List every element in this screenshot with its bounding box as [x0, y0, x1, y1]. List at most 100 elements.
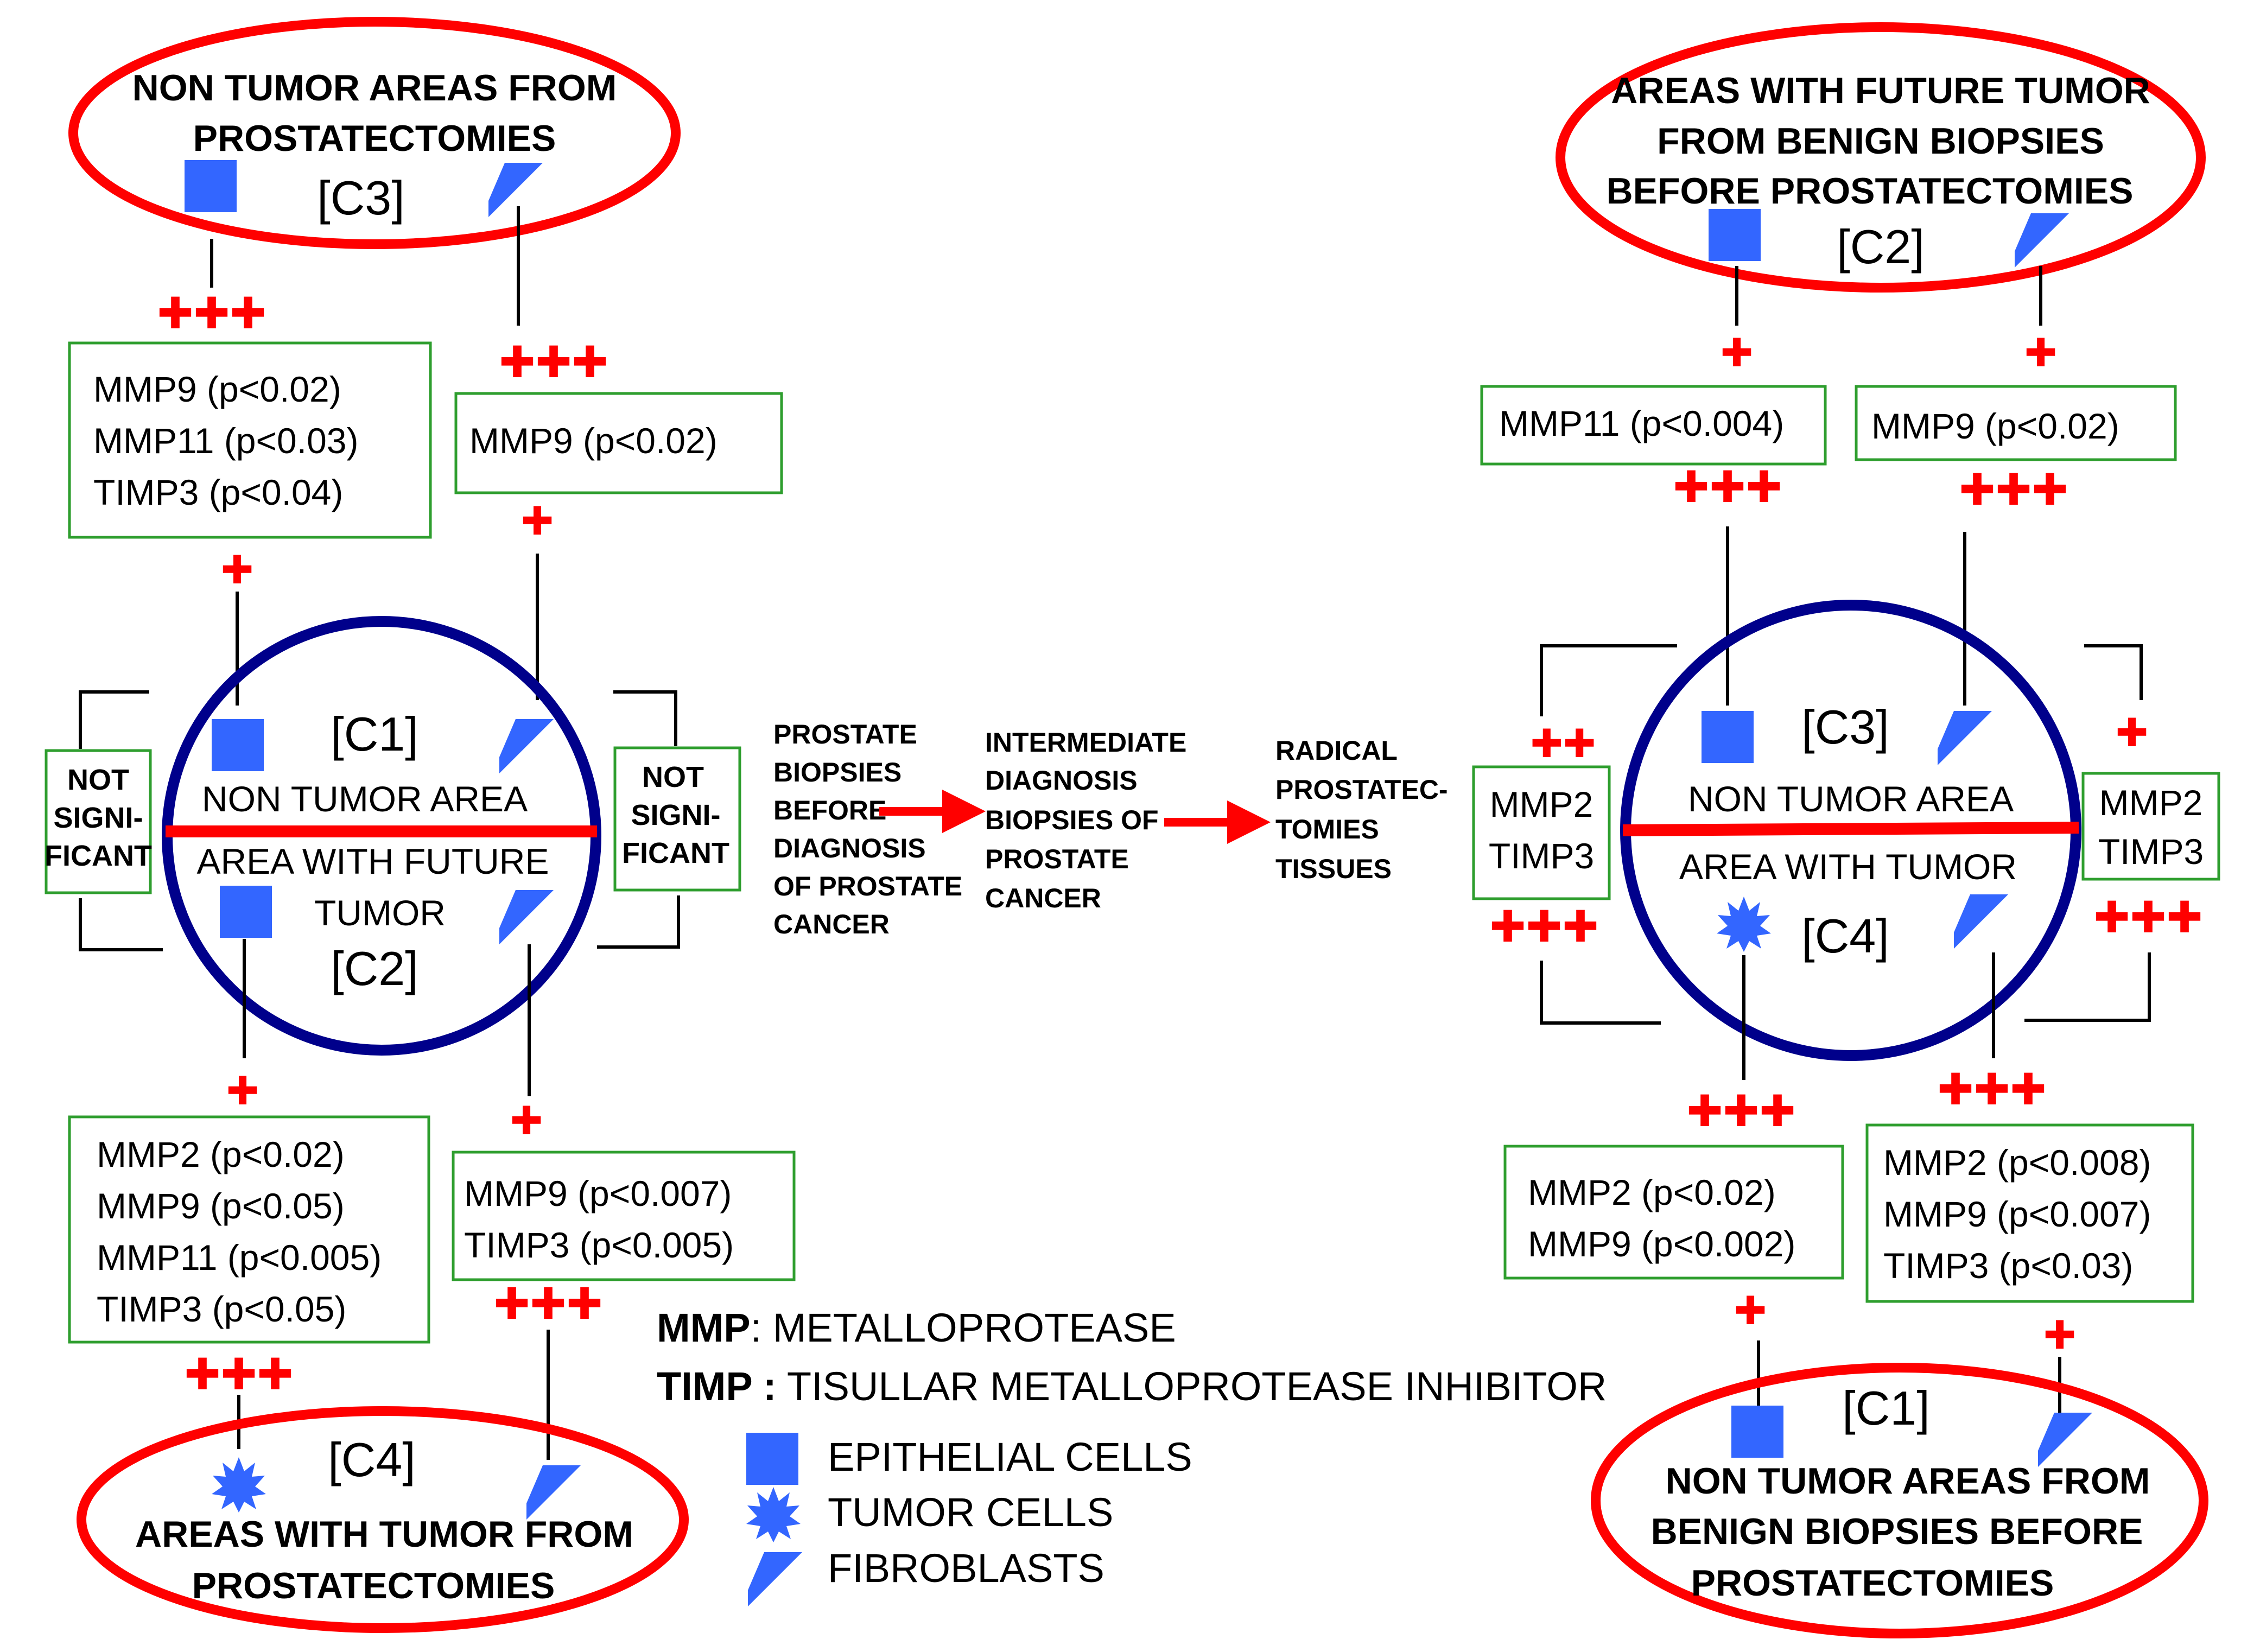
right-top-epi-box — [1480, 385, 1827, 466]
plus-one-marker: ✚ — [2116, 711, 2148, 755]
tumor-cell-icon — [212, 1457, 266, 1513]
bracket-line — [597, 895, 680, 949]
plus-one-marker: ✚ — [2024, 332, 2057, 375]
plus-two-marker: ✚✚ — [1531, 722, 1596, 766]
marker-value: MMP9 (p<0.002) — [1528, 1224, 1795, 1264]
legend-epithelial-label: EPITHELIAL CELLS — [828, 1434, 1192, 1479]
legend-mmp: MMP: METALLOPROTEASE — [657, 1305, 1176, 1350]
right-top-region-line3: BEFORE PROSTATECTOMIES — [1607, 170, 2134, 212]
flow-step1-text: DIAGNOSIS — [773, 833, 926, 863]
legend-epithelial-icon — [746, 1433, 798, 1485]
flow-step2-text: INTERMEDIATE — [985, 727, 1186, 758]
fibroblast-icon — [526, 1465, 581, 1520]
not-significant-label: FICANT — [622, 837, 729, 869]
right-circle-top-label: NON TUMOR AREA — [1688, 779, 2014, 819]
tumor-cell-icon — [1717, 897, 1771, 952]
right-circle-divider — [1622, 822, 2079, 836]
fibroblast-icon — [488, 163, 543, 217]
fibroblast-icon — [1938, 711, 1992, 765]
legend-timp-def: TISULLAR METALLOPROTEASE INHIBITOR — [777, 1364, 1607, 1409]
flow-step1-text: CANCER — [773, 909, 890, 939]
epithelial-cell-icon — [212, 719, 264, 771]
bracket-line — [2024, 952, 2151, 1022]
plus-three-marker: ✚✚✚ — [499, 339, 608, 387]
legend-tumor-label: TUMOR CELLS — [828, 1490, 1113, 1535]
flow-step3-text: TISSUES — [1275, 854, 1392, 884]
marker-value: MMP9 (p<0.02) — [1871, 406, 2119, 446]
bracket-line — [79, 690, 149, 749]
right-top-region-code: [C2] — [1837, 220, 1924, 274]
plus-one-marker: ✚ — [2043, 1314, 2076, 1357]
flow-step1-text: BEFORE — [773, 795, 886, 825]
right-bottom-region-line1: NON TUMOR AREAS FROM — [1666, 1460, 2150, 1502]
right-bottom-region-ellipse — [1591, 1363, 2208, 1638]
plus-one-marker: ✚ — [1734, 1289, 1767, 1333]
epithelial-cell-icon — [1709, 209, 1761, 261]
flow-step3-text: PROSTATEC- — [1275, 774, 1448, 805]
bracket-line — [613, 690, 677, 746]
left-top-region-code: [C3] — [317, 171, 404, 225]
marker-value: MMP2 (p<0.008) — [1883, 1142, 2151, 1183]
epithelial-cell-icon — [185, 160, 237, 212]
right-bot-tumor-box — [1503, 1145, 1844, 1280]
right-bottom-region-line3: PROSTATECTOMIES — [1691, 1562, 2054, 1604]
left-bot-fib-box — [452, 1151, 796, 1281]
left-bottom-region-code: [C4] — [328, 1433, 415, 1486]
right-bottom-region-code: [C1] — [1842, 1381, 1929, 1435]
bracket-line — [1540, 644, 1677, 716]
right-circle-bottom-code: [C4] — [1801, 909, 1889, 963]
flow-step3-text: TOMIES — [1275, 814, 1379, 844]
legend-tumor-icon — [746, 1487, 801, 1542]
plus-three-marker: ✚✚✚ — [1489, 904, 1598, 951]
plus-three-marker: ✚✚✚ — [2093, 894, 2202, 942]
left-bottom-region-line1: AREAS WITH TUMOR FROM — [135, 1514, 633, 1555]
left-top-region-line2: PROSTATECTOMIES — [193, 118, 556, 159]
flow-step1-text: BIOPSIES — [773, 757, 902, 787]
marker-value: MMP11 (p<0.005) — [97, 1237, 382, 1278]
plus-three-marker: ✚✚✚ — [1686, 1088, 1795, 1136]
epithelial-cell-icon — [220, 886, 272, 938]
left-side-box — [45, 749, 152, 894]
flow-step1-text: PROSTATE — [773, 719, 917, 749]
fibroblast-icon — [1954, 894, 2008, 949]
marker-value: MMP9 (p<0.007) — [464, 1173, 732, 1213]
left-top-region-line1: NON TUMOR AREAS FROM — [132, 67, 617, 109]
legend-fibroblast-icon — [748, 1552, 802, 1606]
marker-value: MMP11 (p<0.004) — [1499, 403, 1784, 443]
not-significant-label: SIGNI- — [631, 799, 720, 831]
marker-value: MMP9 (p<0.007) — [1883, 1194, 2151, 1234]
right-circle-top-code: [C3] — [1801, 700, 1889, 754]
fibroblast-icon — [2038, 1413, 2092, 1467]
left-bottom-region-ellipse — [77, 1406, 689, 1633]
left-circle-bottom-code: [C2] — [331, 942, 418, 995]
right-top-region-ellipse — [1556, 22, 2206, 293]
marker-value: MMP9 (p<0.05) — [97, 1186, 345, 1226]
left-circle-bottom-line2: TUMOR — [314, 893, 446, 933]
plus-three-marker: ✚✚✚ — [493, 1281, 602, 1329]
fibroblast-icon — [499, 890, 554, 944]
marker-value: MMP11 (p<0.03) — [93, 421, 359, 461]
legend-timp: TIMP : TISULLAR METALLOPROTEASE INHIBITO… — [657, 1364, 1607, 1409]
left-top-fib-box — [454, 392, 783, 494]
marker-value: TIMP3 — [2098, 831, 2204, 872]
plus-three-marker: ✚✚✚ — [157, 290, 266, 338]
right-side-box — [2081, 772, 2220, 881]
plus-three-marker: ✚✚✚ — [1673, 464, 1782, 512]
marker-value: MMP2 — [2099, 783, 2203, 823]
left-bot-epi-box — [68, 1115, 430, 1344]
plus-three-marker: ✚✚✚ — [1937, 1066, 2046, 1114]
plus-one-marker: ✚ — [226, 1070, 259, 1113]
plus-three-marker: ✚✚✚ — [184, 1351, 293, 1399]
marker-value: TIMP3 — [1489, 836, 1594, 876]
flow-step2-text: PROSTATE — [985, 844, 1129, 874]
marker-value: MMP9 (p<0.02) — [469, 421, 718, 461]
plus-one-marker: ✚ — [1721, 332, 1753, 375]
left-circle-top-label: NON TUMOR AREA — [202, 779, 528, 819]
flow-step2-text: BIOPSIES OF — [985, 805, 1159, 835]
flow-step2-text: CANCER — [985, 883, 1101, 913]
marker-value: TIMP3 (p<0.05) — [97, 1289, 346, 1329]
bracket-line — [2084, 644, 2143, 700]
legend-fibroblast-label: FIBROBLASTS — [828, 1546, 1104, 1591]
